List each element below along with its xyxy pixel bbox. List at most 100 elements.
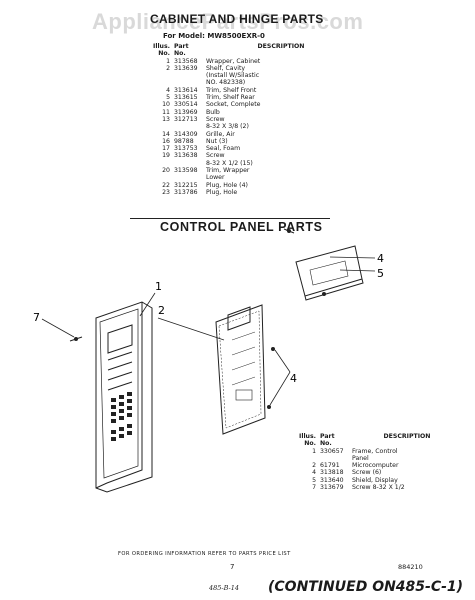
cell-illus: 1: [166, 57, 170, 65]
control-section-title: CONTROL PANEL PARTS: [160, 220, 323, 234]
table-header: Illus. No.Part No.DESCRIPTION: [150, 43, 360, 58]
keypad-buttons: [111, 392, 132, 441]
header-illus: Illus. No.: [299, 433, 316, 448]
header-desc: DESCRIPTION: [257, 43, 305, 50]
table-row: 4 313818 Screw (6): [296, 469, 466, 476]
callout-5: 5: [377, 267, 384, 280]
cell-illus: 4: [166, 86, 170, 94]
cell-illus: 5: [166, 94, 170, 102]
table-row: 5 313615 Trim, Shelf Rear: [150, 94, 360, 101]
table-header: Illus. No. Part No. DESCRIPTION: [296, 433, 466, 448]
cell-desc: Screw 8-32 X 1/2 (15): [206, 152, 253, 167]
table-row: 14 314309 Grille, Air: [150, 131, 360, 138]
cell-desc: Trim, Shelf Rear: [206, 94, 255, 102]
cell-part: 313638: [174, 152, 198, 160]
cell-desc: Shelf, Cavity (Install W/Silastic NO. 48…: [206, 64, 260, 87]
cell-part: 314309: [174, 130, 198, 138]
section-divider: [130, 218, 330, 219]
callout-1: 1: [155, 280, 162, 293]
cell-part: 313614: [174, 86, 198, 94]
control-parts-table: Illus. No. Part No. DESCRIPTION 1 330657 Fram…: [296, 433, 466, 491]
control-frame: [95, 301, 153, 493]
cell-illus: 1: [312, 447, 316, 455]
cell-part: 312215: [174, 181, 198, 189]
table-row: 20 313598 Trim, Wrapper Lower: [150, 167, 360, 182]
cell-part: 313568: [174, 57, 198, 65]
screws: [69, 228, 326, 409]
cell-desc: Socket, Complete: [206, 101, 261, 109]
document-code: 884210: [398, 563, 423, 571]
cell-illus: 22: [162, 181, 170, 189]
cell-desc: Screw (6): [352, 469, 382, 477]
cell-illus: 11: [162, 108, 170, 116]
table-row: 7 313679 Screw 8-32 X 1/2: [296, 484, 466, 491]
cell-part: 98788: [174, 137, 194, 145]
cell-desc: Grille, Air: [206, 130, 235, 138]
leader-lines: [41, 256, 376, 406]
table-row: 19 313638 Screw 8-32 X 1/2 (15): [150, 152, 360, 167]
cell-illus: 16: [162, 137, 170, 145]
cell-illus: 2: [312, 462, 316, 470]
header-illus: Illus. No.: [153, 43, 170, 58]
cell-desc: Trim, Wrapper Lower: [206, 167, 250, 182]
cell-illus: 13: [162, 115, 170, 123]
cell-desc: Plug, Hole: [206, 188, 238, 196]
callout-7: 7: [33, 311, 40, 324]
cell-part: 313818: [320, 469, 344, 477]
cell-part: 313786: [174, 188, 198, 196]
display-shield: [295, 245, 364, 301]
cell-desc: Microcomputer: [352, 462, 399, 470]
cell-part: 313679: [320, 484, 344, 492]
cell-part: 312713: [174, 115, 198, 123]
cell-desc: Frame, Control Panel: [352, 447, 398, 462]
cell-illus: 7: [312, 484, 316, 492]
cell-illus: 2: [166, 64, 170, 72]
watermark: AppliancePartsPros.com: [92, 9, 364, 34]
cell-part: 313753: [174, 145, 198, 153]
continued-note: (CONTINUED ON485-C-1): [268, 579, 464, 595]
cell-illus: 19: [162, 152, 170, 160]
callout-4-lower: 4: [290, 372, 297, 385]
cell-part: 313615: [174, 94, 198, 102]
cell-part: 330657: [320, 447, 344, 455]
cell-part: 313640: [320, 476, 344, 484]
cell-part: 61791: [320, 462, 340, 470]
table-row: 13 312713 Screw 8-32 X 3/8 (2): [150, 116, 360, 131]
cell-illus: 4: [312, 469, 316, 477]
header-part: Part No.: [320, 433, 335, 448]
table-row: 2 313639 Shelf, Cavity (Install W/Silastic…: [150, 65, 360, 87]
cell-desc: Trim, Shelf Front: [206, 86, 257, 94]
cell-desc: Screw 8-32 X 3/8 (2): [206, 115, 249, 131]
cell-desc: Shield, Display: [352, 476, 398, 484]
table-row: 2 61791 Microcomputer: [296, 462, 466, 469]
cell-illus: 23: [162, 188, 170, 196]
table-row: 4 313614 Trim, Shelf Front: [150, 87, 360, 94]
cell-desc: Nut (3): [206, 137, 228, 145]
cell-part: 330514: [174, 101, 198, 109]
header-desc: DESCRIPTION: [383, 433, 431, 440]
cell-illus: 20: [162, 167, 170, 175]
callout-4-top: 4: [377, 252, 384, 265]
cell-illus: 17: [162, 145, 170, 153]
cell-illus: 14: [162, 130, 170, 138]
model-label: For Model: MW8500EXR-0: [163, 32, 265, 40]
cell-illus: 10: [162, 101, 170, 109]
table-row: 1 330657 Frame, Control Panel: [296, 448, 466, 463]
cell-desc: Screw 8-32 X 1/2: [352, 484, 405, 492]
table-row: 1 313568 Wrapper, Cabinet: [150, 58, 360, 65]
table-row: 10 330514 Socket, Complete: [150, 101, 360, 108]
cell-part: 313639: [174, 64, 198, 72]
ordering-note: FOR ORDERING INFORMATION REFER TO PARTS …: [118, 551, 291, 557]
cell-part: 313598: [174, 167, 198, 175]
page-number: 7: [230, 563, 235, 571]
table-row: 16 98788 Nut (3): [150, 138, 360, 145]
cell-desc: Bulb: [206, 108, 220, 116]
table-row: 23 313786 Plug, Hole: [150, 189, 360, 196]
cell-desc: Wrapper, Cabinet: [206, 57, 261, 65]
